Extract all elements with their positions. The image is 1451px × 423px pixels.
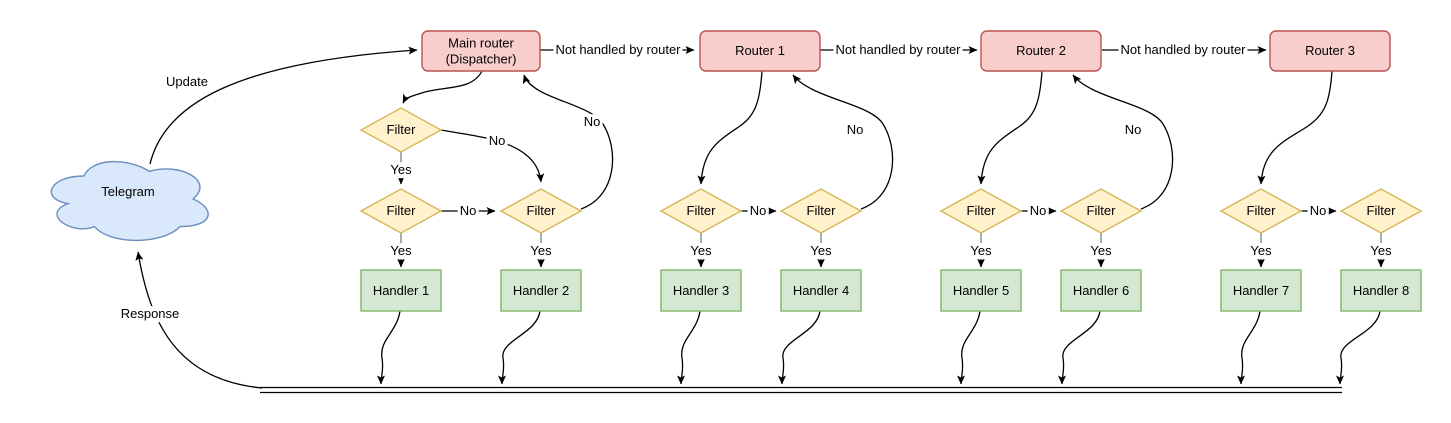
edge-label-response: Response <box>118 306 182 322</box>
edge-response <box>135 251 263 389</box>
edge-label-not-handled-1: Not handled by router <box>553 42 683 58</box>
edge-router2-to-filter <box>977 70 1043 185</box>
edge-no-loop-dispatcher <box>522 74 614 210</box>
node-label-filter: Filter <box>386 122 416 138</box>
node-label-handler-7: Handler 7 <box>1232 283 1290 299</box>
edge-label-yes: Yes <box>528 243 554 259</box>
edge-label-no: No <box>844 122 866 138</box>
telegram-cloud <box>50 160 209 241</box>
node-label-filter: Filter <box>1366 203 1396 219</box>
node-label-filter: Filter <box>966 203 996 219</box>
node-label-handler-8: Handler 8 <box>1352 283 1410 299</box>
filter-diamond-5 <box>779 188 863 234</box>
edge-label-yes: Yes <box>808 243 834 259</box>
node-label-router-3: Router 3 <box>1305 43 1355 59</box>
edge-handler6-bus <box>1058 310 1101 385</box>
router-2-node <box>980 30 1102 72</box>
filter-diamond-8 <box>1219 188 1303 234</box>
edge-label-no: No <box>486 133 508 149</box>
edge-label-not-handled-3: Not handled by router <box>1118 42 1248 58</box>
handler-1-node <box>360 269 442 312</box>
edge-router1-to-filter <box>697 70 763 185</box>
node-label-filter: Filter <box>1246 203 1276 219</box>
filter-diamond-4 <box>659 188 743 234</box>
node-label-router-1: Router 1 <box>735 43 785 59</box>
router-layer <box>421 30 1391 72</box>
handler-layer <box>360 269 1422 312</box>
node-label-handler-4: Handler 4 <box>792 283 850 299</box>
filter-diamond-6 <box>939 188 1023 234</box>
router-3-node <box>1269 30 1391 72</box>
stub-layer <box>400 152 1382 244</box>
node-label-filter: Filter <box>526 203 556 219</box>
edge-label-yes: Yes <box>1088 243 1114 259</box>
edge-label-no: No <box>747 203 769 219</box>
edge-label-no: No <box>1122 122 1144 138</box>
edge-no-loop-router1 <box>792 74 894 210</box>
edge-label-yes: Yes <box>388 162 414 178</box>
node-label-router-2: Router 2 <box>1016 43 1066 59</box>
edge-layer <box>135 46 1385 394</box>
edge-label-yes: Yes <box>388 243 414 259</box>
node-label-handler-5: Handler 5 <box>952 283 1010 299</box>
node-label-handler-2: Handler 2 <box>512 283 570 299</box>
edge-label-yes: Yes <box>1368 243 1394 259</box>
node-label-filter: Filter <box>806 203 836 219</box>
edge-label-no: No <box>581 114 603 130</box>
router-1-node <box>699 30 821 72</box>
edge-label-no: No <box>457 203 479 219</box>
edge-handler4-bus <box>778 310 821 385</box>
filter-diamond-1 <box>359 107 443 153</box>
edge-handler7-bus <box>1237 310 1261 385</box>
edge-label-yes: Yes <box>968 243 994 259</box>
edge-label-update: Update <box>164 74 210 90</box>
handler-7-node <box>1220 269 1302 312</box>
handler-5-node <box>940 269 1022 312</box>
filter-diamond-3 <box>499 188 583 234</box>
filter-diamond-2 <box>359 188 443 234</box>
handler-8-node <box>1340 269 1422 312</box>
edge-handler3-bus <box>677 310 701 385</box>
filter-diamond-7 <box>1059 188 1143 234</box>
edge-dispatcher-to-filter <box>402 70 483 104</box>
node-label-filter: Filter <box>686 203 716 219</box>
handler-3-node <box>660 269 742 312</box>
edge-handler8-bus <box>1336 310 1381 385</box>
node-label-handler-3: Handler 3 <box>672 283 730 299</box>
node-label-handler-6: Handler 6 <box>1072 283 1130 299</box>
node-label-handler-1: Handler 1 <box>372 283 430 299</box>
edge-handler1-bus <box>377 310 401 385</box>
filter-diamond-9 <box>1339 188 1423 234</box>
filter-layer <box>359 107 1423 234</box>
node-label-filter: Filter <box>386 203 416 219</box>
handler-4-node <box>780 269 862 312</box>
edge-label-no: No <box>1027 203 1049 219</box>
edge-label-yes: Yes <box>1248 243 1274 259</box>
node-label-filter: Filter <box>1086 203 1116 219</box>
edge-label-yes: Yes <box>688 243 714 259</box>
edge-label-no: No <box>1307 203 1329 219</box>
handler-2-node <box>500 269 582 312</box>
main-router-line2: (Dispatcher) <box>445 51 517 66</box>
edge-handler2-bus <box>498 310 541 385</box>
node-label-main-router: Main router (Dispatcher) <box>446 35 517 66</box>
main-router-node <box>421 30 541 72</box>
edge-no-loop-router2 <box>1072 74 1174 210</box>
node-label-telegram: Telegram <box>101 184 155 200</box>
edge-handler5-bus <box>957 310 981 385</box>
edge-router3-to-filter <box>1257 70 1333 185</box>
handler-6-node <box>1060 269 1142 312</box>
main-router-line1: Main router <box>448 35 514 51</box>
edge-update <box>149 46 418 165</box>
edge-label-not-handled-2: Not handled by router <box>833 42 963 58</box>
